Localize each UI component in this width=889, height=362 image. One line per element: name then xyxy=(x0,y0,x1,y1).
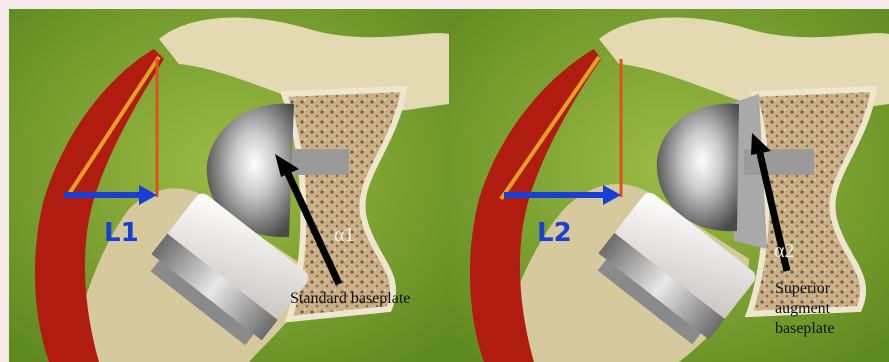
caption-line: Superior xyxy=(775,279,835,299)
angle-label: α2 xyxy=(774,240,794,262)
standard-baseplate-panel: L1 α1 Standard baseplate xyxy=(9,9,449,362)
caption-superior-augment-baseplate: Superior augment baseplate xyxy=(775,279,835,339)
superior-augment-panel: L2 α2 Superior augment baseplate xyxy=(449,9,889,362)
caption-standard-baseplate: Standard baseplate xyxy=(290,289,410,309)
caption-line: augment xyxy=(775,299,835,319)
angle-label: α1 xyxy=(334,224,354,246)
standard-baseplate-illustration: L1 α1 xyxy=(9,9,449,362)
length-label: L2 xyxy=(537,218,572,248)
caption-line: baseplate xyxy=(775,319,835,339)
length-label: L1 xyxy=(104,218,139,248)
